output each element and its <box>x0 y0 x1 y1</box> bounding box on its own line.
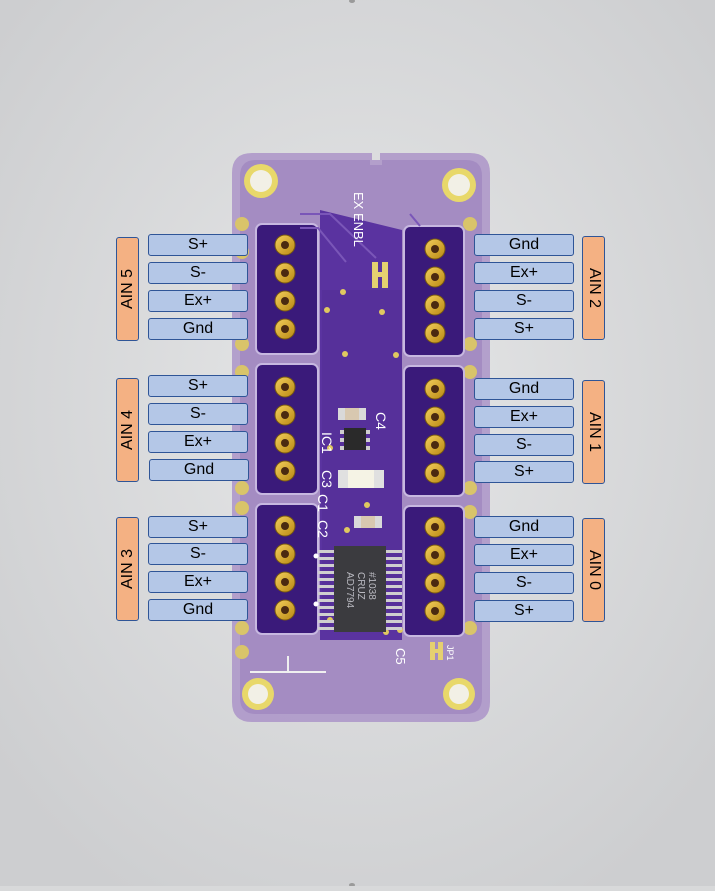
ain0-pin-3: S- <box>474 572 574 594</box>
ain5-pin-1: S+ <box>148 234 248 256</box>
jumper-ex-enbl <box>372 262 388 288</box>
ain5-pin-4: Gnd <box>148 318 248 340</box>
ain1-pin-3: S- <box>474 434 574 456</box>
ain1-label: AIN 1 <box>585 411 603 453</box>
ain0-label: AIN 0 <box>585 549 603 591</box>
silk-c5: C5 <box>393 648 408 665</box>
ain4-label: AIN 4 <box>118 409 136 451</box>
right-connectors <box>403 225 465 637</box>
ain0-pin-1: Gnd <box>474 516 574 538</box>
ic1-package <box>340 428 370 450</box>
ain0-tag: AIN 0 <box>582 518 605 622</box>
ain2-label: AIN 2 <box>585 267 603 309</box>
ain2-pin-2: Ex+ <box>474 262 574 284</box>
ain2-pin-4: S+ <box>474 318 574 340</box>
ain3-tag: AIN 3 <box>116 517 139 621</box>
silk-c1: C1 <box>315 494 331 512</box>
ain1-pin-4: S+ <box>474 461 574 483</box>
silk-c4: C4 <box>373 412 389 430</box>
ain4-pin-1: S+ <box>148 375 248 397</box>
ain0-pin-2: Ex+ <box>474 544 574 566</box>
silk-ex-enbl: EX ENBL <box>351 192 366 247</box>
ain3-pin-2: S- <box>148 543 248 565</box>
ain3-pin-4: Gnd <box>148 599 248 621</box>
ain0-pin-4: S+ <box>474 600 574 622</box>
silk-jp1: JP1 <box>445 645 455 661</box>
ain3-pin-3: Ex+ <box>148 571 248 593</box>
capacitor-c4 <box>338 408 366 420</box>
pin-holes <box>281 241 439 615</box>
ain4-pin-3: Ex+ <box>148 431 248 453</box>
ain5-pin-2: S- <box>148 262 248 284</box>
mounting-holes <box>242 164 476 710</box>
capacitor-c2 <box>354 516 382 528</box>
jumper-jp1 <box>430 642 443 660</box>
ain4-pin-2: S- <box>148 403 248 425</box>
silk-ic1: IC1 <box>319 432 335 454</box>
chip-marking-1: AD7794 <box>344 572 355 609</box>
ain5-tag: AIN 5 <box>116 237 139 341</box>
silk-c3: C3 <box>319 470 335 488</box>
silk-c2: C2 <box>315 520 331 538</box>
ain3-pin-1: S+ <box>148 516 248 538</box>
silk-outline <box>250 656 326 673</box>
chip-marking-2: CRUZ <box>355 572 366 600</box>
ain2-pin-3: S- <box>474 290 574 312</box>
ain1-pin-1: Gnd <box>474 378 574 400</box>
ain4-tag: AIN 4 <box>116 378 139 482</box>
ain2-pin-1: Gnd <box>474 234 574 256</box>
white-dot-markers <box>313 553 319 607</box>
traces <box>300 213 421 263</box>
ad7794-chip <box>313 546 402 632</box>
ain4-pin-4: Gnd <box>149 459 249 481</box>
ain1-tag: AIN 1 <box>582 380 605 484</box>
ain1-pin-2: Ex+ <box>474 406 574 428</box>
chip-marking-3: #1038 <box>366 572 377 600</box>
capacitor-c3 <box>338 470 384 488</box>
ain3-label: AIN 3 <box>118 548 136 590</box>
ain5-label: AIN 5 <box>118 268 136 310</box>
edge-mark-top <box>349 0 355 3</box>
ain5-pin-3: Ex+ <box>148 290 248 312</box>
ain2-tag: AIN 2 <box>582 236 605 340</box>
left-connectors <box>255 223 319 635</box>
